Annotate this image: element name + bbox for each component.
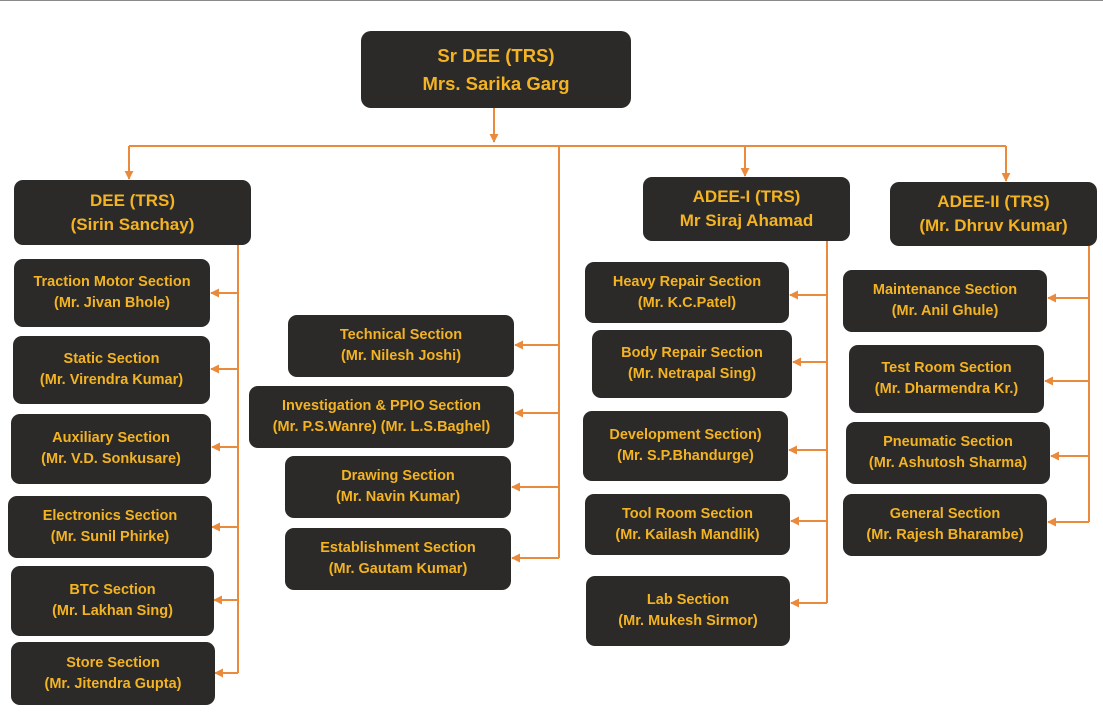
- section-officer: (Mr. Jitendra Gupta): [44, 675, 182, 692]
- dee-head-title: DEE (TRS): [90, 190, 175, 210]
- section-officer: (Mr. P.S.Wanre) (Mr. L.S.Baghel): [272, 419, 491, 435]
- section-title: Pneumatic Section: [883, 434, 1013, 450]
- section-officer: (Mr. Kailash Mandlik): [615, 526, 760, 543]
- dee-head-node: DEE (TRS) (Sirin Sanchay): [14, 180, 251, 245]
- section-title: Maintenance Section: [872, 282, 1018, 298]
- root-name: Mrs. Sarika Garg: [422, 72, 570, 94]
- section-node-store: Store Section (Mr. Jitendra Gupta): [11, 642, 215, 705]
- section-node-static: Static Section (Mr. Virendra Kumar): [13, 336, 210, 404]
- section-officer: (Mr. V.D. Sonkusare): [41, 451, 181, 467]
- section-officer: (Mr. Dharmendra Kr.): [874, 381, 1019, 397]
- section-officer: (Mr. Netrapal Sing): [627, 366, 757, 382]
- section-officer: (Mr. Sunil Phirke): [50, 529, 170, 545]
- section-title: Auxiliary Section: [52, 430, 170, 446]
- section-title: Lab Section: [646, 592, 730, 608]
- section-title: Drawing Section: [341, 468, 455, 484]
- adee2-head-name: (Mr. Dhruv Kumar): [919, 216, 1068, 235]
- section-officer: (Mr. S.P.Bhandurge): [617, 448, 754, 464]
- section-node-electronics: Electronics Section (Mr. Sunil Phirke): [8, 496, 212, 558]
- section-title: Establishment Section: [320, 540, 476, 556]
- section-officer: (Mr. Navin Kumar): [335, 489, 461, 505]
- section-node-pneumatic: Pneumatic Section (Mr. Ashutosh Sharma): [846, 422, 1050, 484]
- section-node-btc: BTC Section (Mr. Lakhan Sing): [11, 566, 214, 636]
- section-officer: (Mr. Virendra Kumar): [39, 372, 184, 388]
- section-title: Development Section): [609, 427, 762, 443]
- adee1-head-name: Mr Siraj Ahamad: [679, 211, 814, 230]
- section-title: Test Room Section: [881, 360, 1012, 376]
- section-officer: (Mr. Anil Ghule): [891, 303, 999, 319]
- section-officer: (Mr. Mukesh Sirmor): [618, 613, 758, 629]
- section-title: Heavy Repair Section: [612, 273, 762, 290]
- section-node-establishment: Establishment Section (Mr. Gautam Kumar): [285, 528, 511, 590]
- root-node: Sr DEE (TRS) Mrs. Sarika Garg: [361, 31, 631, 108]
- adee1-head-node: ADEE-I (TRS) Mr Siraj Ahamad: [643, 177, 850, 241]
- section-node-maintenance: Maintenance Section (Mr. Anil Ghule): [843, 270, 1047, 332]
- adee1-head-title: ADEE-I (TRS): [692, 187, 801, 206]
- section-officer: (Mr. Ashutosh Sharma): [868, 455, 1028, 471]
- section-officer: (Mr. Rajesh Bharambe): [866, 527, 1024, 543]
- section-title: BTC Section: [69, 582, 156, 598]
- top-divider: [0, 0, 1103, 1]
- section-node-general: General Section (Mr. Rajesh Bharambe): [843, 494, 1047, 556]
- section-title: Static Section: [63, 351, 160, 367]
- section-node-tool-room: Tool Room Section (Mr. Kailash Mandlik): [585, 494, 790, 555]
- section-title: Electronics Section: [42, 508, 178, 524]
- section-title: Body Repair Section: [621, 345, 763, 361]
- section-node-heavy-repair: Heavy Repair Section (Mr. K.C.Patel): [585, 262, 789, 323]
- section-title: Store Section: [66, 654, 160, 671]
- section-title: General Section: [889, 506, 1001, 522]
- adee2-head-title: ADEE-II (TRS): [937, 192, 1050, 211]
- section-node-investigation: Investigation & PPIO Section (Mr. P.S.Wa…: [249, 386, 514, 448]
- section-officer: (Mr. Lakhan Sing): [52, 603, 173, 619]
- section-node-drawing: Drawing Section (Mr. Navin Kumar): [285, 456, 511, 518]
- root-title: Sr DEE (TRS): [437, 44, 555, 66]
- section-officer: (Mr. Jivan Bhole): [53, 295, 171, 311]
- section-node-traction-motor: Traction Motor Section (Mr. Jivan Bhole): [14, 259, 210, 327]
- section-node-body-repair: Body Repair Section (Mr. Netrapal Sing): [592, 330, 792, 398]
- section-title: Tool Room Section: [621, 505, 754, 522]
- section-node-technical: Technical Section (Mr. Nilesh Joshi): [288, 315, 514, 377]
- dee-head-name: (Sirin Sanchay): [70, 214, 195, 234]
- section-title: Investigation & PPIO Section: [281, 398, 481, 414]
- section-node-development: Development Section) (Mr. S.P.Bhandurge): [583, 411, 788, 481]
- section-title: Technical Section: [339, 327, 463, 343]
- adee2-head-node: ADEE-II (TRS) (Mr. Dhruv Kumar): [890, 182, 1097, 246]
- section-officer: (Mr. K.C.Patel): [637, 294, 737, 311]
- section-title: Traction Motor Section: [33, 274, 191, 290]
- section-node-test-room: Test Room Section (Mr. Dharmendra Kr.): [849, 345, 1044, 413]
- section-officer: (Mr. Gautam Kumar): [328, 561, 468, 577]
- section-officer: (Mr. Nilesh Joshi): [340, 348, 462, 364]
- section-node-lab: Lab Section (Mr. Mukesh Sirmor): [586, 576, 790, 646]
- section-node-auxiliary: Auxiliary Section (Mr. V.D. Sonkusare): [11, 414, 211, 484]
